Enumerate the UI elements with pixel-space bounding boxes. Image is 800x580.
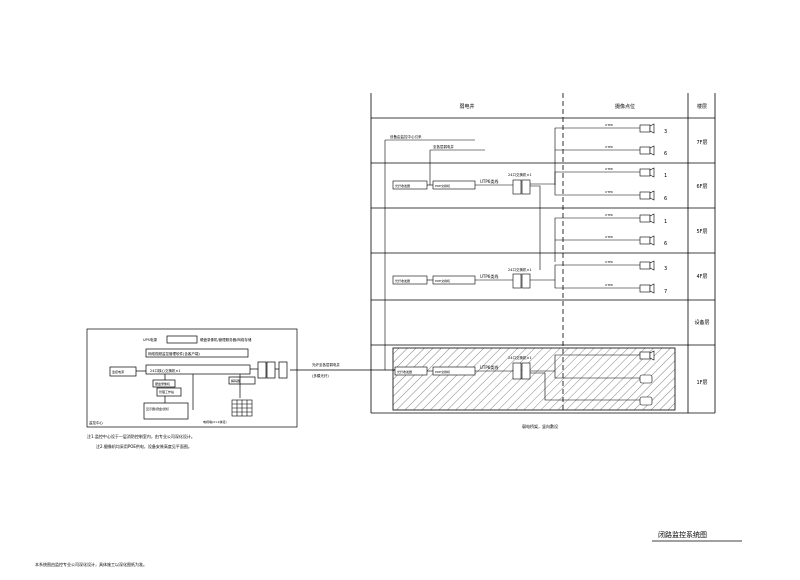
switch-label: POE交换机 bbox=[435, 183, 450, 188]
floor-equipment-4 bbox=[392, 273, 531, 289]
cable-tag: UTP6 bbox=[605, 213, 613, 217]
cable-tag: UTP6 bbox=[605, 167, 613, 171]
camera-count: 6 bbox=[664, 196, 667, 202]
camera-icon bbox=[639, 167, 655, 178]
footer-note: 本系统图由监控专业公司深化设计，具体施工以深化图纸为准。 bbox=[35, 561, 147, 567]
cable-label: UTP6类线 bbox=[480, 273, 498, 279]
floor-label: 6F层 bbox=[696, 184, 707, 190]
trunk-sublabel: (多模光纤) bbox=[312, 373, 329, 378]
switch-label: POE交换机 bbox=[435, 369, 450, 374]
camera-icon bbox=[639, 374, 653, 384]
control-notes: 硬盘录像机/管理服务器/网络存储 bbox=[200, 337, 252, 342]
control-room bbox=[86, 328, 298, 428]
hdd-label: 硬盘录像机 bbox=[155, 381, 170, 386]
camera-icons bbox=[639, 123, 655, 294]
cable-label: UTP6类线 bbox=[480, 178, 498, 184]
switch-count: 24口交换机×1 bbox=[508, 172, 532, 177]
camera-icon bbox=[639, 235, 655, 246]
cable-tag: UTP6 bbox=[605, 283, 613, 287]
cable-label: UTP6类线 bbox=[480, 364, 498, 370]
floor-label: 4F层 bbox=[696, 274, 707, 280]
camera-count: 7 bbox=[664, 289, 667, 295]
control-room-heading: 监控中心 bbox=[89, 420, 103, 425]
camera-icon bbox=[639, 260, 655, 271]
camera-count: 6 bbox=[664, 151, 667, 157]
camera-icon bbox=[639, 396, 653, 406]
cable-labels: UTP6 UTP6 UTP6 UTP6 UTP6 UTP6 UTP6 UTP6 bbox=[605, 123, 613, 287]
camera-icon bbox=[639, 123, 655, 134]
pc-sub-label: 显示器/键盘/鼠标 bbox=[146, 406, 169, 411]
riser-lines bbox=[384, 139, 485, 370]
floor-label: 7F层 bbox=[696, 140, 707, 146]
riser-label: 至各层弱电井 bbox=[433, 144, 454, 149]
col-header-shaft: 弱电井 bbox=[459, 103, 474, 110]
floor-label: 设备层 bbox=[694, 319, 709, 326]
decoder-label: 解码器 bbox=[231, 378, 240, 383]
riser-label: 设备由监控中心引来 bbox=[390, 134, 422, 139]
switch-label: 光纤收发器 bbox=[395, 183, 410, 188]
camera-count: 1 bbox=[664, 173, 667, 179]
tv-wall-icon bbox=[231, 399, 253, 417]
switch-count: 24口交换机×1 bbox=[508, 267, 532, 272]
floor-label: 5F层 bbox=[696, 229, 707, 235]
ups-label: 监控电源 bbox=[112, 369, 124, 374]
floor-1-hatched-area: 光纤收发器 POE交换机 UTP6类线 24口交换机×1 bbox=[392, 347, 676, 411]
cable-tag: UTP6 bbox=[605, 235, 613, 239]
pc-label: 管理工作站 bbox=[159, 389, 174, 394]
core-switch-label: 24口核心交换机×1 bbox=[150, 368, 181, 373]
camera-count: 3 bbox=[664, 266, 667, 272]
camera-icon bbox=[639, 190, 655, 201]
camera-count: 3 bbox=[664, 129, 667, 135]
camera-count: 6 bbox=[664, 241, 667, 247]
tv-wall-label: 电视墙(2×2拼接) bbox=[203, 419, 227, 424]
camera-count: 1 bbox=[664, 219, 667, 225]
cable-tag: UTP6 bbox=[605, 145, 613, 149]
software-label: 网络视频监控管理软件(含客户端) bbox=[148, 351, 200, 356]
switch-label: POE交换机 bbox=[435, 278, 450, 283]
switch-label: 光纤收发器 bbox=[397, 369, 412, 374]
col-header-floor: 楼层 bbox=[697, 103, 707, 110]
trunk-label: 光纤至各层弱电井 bbox=[312, 362, 340, 367]
riser-note: 弱电桥架，竖向敷设 bbox=[522, 423, 558, 429]
camera-branches bbox=[530, 127, 640, 289]
camera-icon bbox=[639, 145, 655, 156]
drawing-title: 闭路监控系统图 bbox=[658, 530, 707, 539]
remark: 注2.摄像机均采用POE供电，设备安装高度见平面图。 bbox=[96, 443, 192, 449]
floor-label: 1F层 bbox=[696, 380, 707, 386]
cable-tag: UTP6 bbox=[605, 123, 613, 127]
power-label: UPS电源 bbox=[143, 337, 157, 342]
camera-icon bbox=[639, 283, 655, 294]
cable-tag: UTP6 bbox=[605, 190, 613, 194]
switch-label: 光纤收发器 bbox=[395, 278, 410, 283]
floor-equipment-6 bbox=[392, 179, 531, 195]
remark: 注1.监控中心设于一层消防控制室内，由专业公司深化设计。 bbox=[87, 433, 195, 439]
camera-icon bbox=[639, 350, 655, 361]
switch-count: 24口交换机×1 bbox=[508, 355, 532, 360]
camera-icon bbox=[639, 213, 655, 224]
cable-tag: UTP6 bbox=[605, 260, 613, 264]
col-header-cameras: 摄像点位 bbox=[615, 103, 635, 110]
